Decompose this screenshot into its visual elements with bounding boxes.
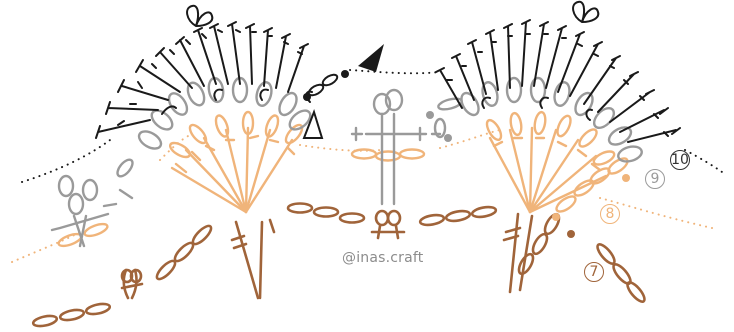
round10-chain-start xyxy=(303,70,349,101)
round10-start-dot xyxy=(341,70,349,78)
round8-fan-left xyxy=(168,112,305,212)
round-10-marker: 10 xyxy=(670,150,690,170)
round7-chain-left-diagonal xyxy=(154,223,213,281)
round9-dot-b xyxy=(444,134,452,142)
round7-treble-cluster-right xyxy=(504,212,562,292)
round-9-marker: 9 xyxy=(645,169,665,189)
round7-chain-bottomleft xyxy=(32,302,110,328)
round8-center-chain xyxy=(352,150,424,161)
round10-fan-left xyxy=(96,22,312,138)
start-arrow-icon xyxy=(358,44,384,72)
picot-icon xyxy=(187,2,598,26)
round8-dot-a xyxy=(552,213,560,221)
round8-fan-right xyxy=(484,111,630,214)
round9-left-stitch xyxy=(52,157,135,246)
round7-treble-cluster-left xyxy=(232,220,274,298)
round7-stitch-center xyxy=(372,211,404,238)
picot-left xyxy=(187,6,212,26)
round7-chain-middle xyxy=(288,204,497,227)
round-7-marker: 7 xyxy=(584,262,604,282)
round10-group xyxy=(96,2,680,142)
round9-dot-a xyxy=(426,111,434,119)
round7-group xyxy=(32,204,647,328)
round10-fan-right xyxy=(436,20,680,142)
round7-start-dot xyxy=(567,230,575,238)
round7-stitch-left xyxy=(122,270,142,298)
picot-right xyxy=(573,2,598,22)
credit-watermark: @inas.craft xyxy=(342,250,424,266)
round8-dot-b xyxy=(622,174,630,182)
round-8-marker: 8 xyxy=(600,204,620,224)
end-triangle-icon xyxy=(304,112,322,138)
